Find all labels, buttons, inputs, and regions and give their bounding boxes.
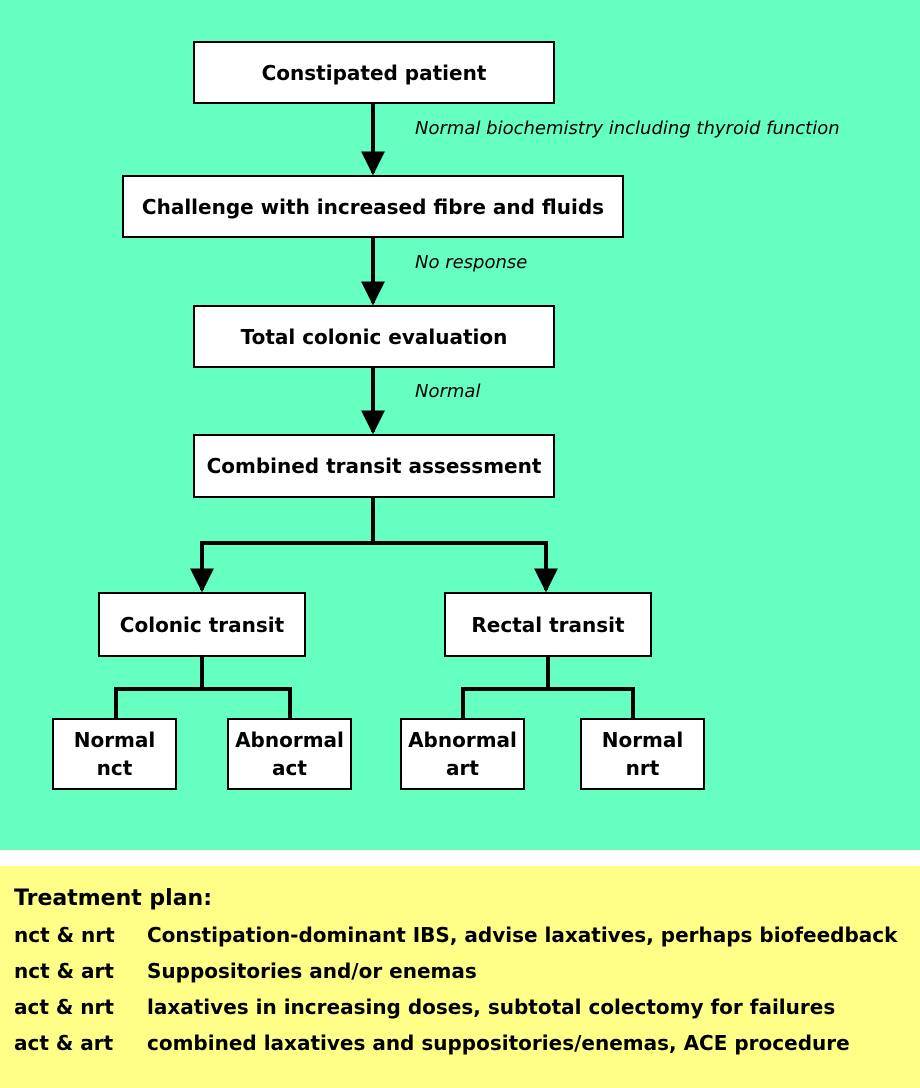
- rectal-transit-box: Rectal transit: [444, 592, 652, 657]
- treatment-text: combined laxatives and suppositories/ene…: [147, 1031, 850, 1055]
- constipated-patient-label: Constipated patient: [261, 60, 487, 85]
- colonic-transit-label: Colonic transit: [119, 612, 285, 637]
- transit-assessment-label: Combined transit assessment: [206, 454, 542, 478]
- note-no-response: No response: [415, 252, 528, 273]
- split-line-right: [373, 541, 558, 593]
- colonic-branch: [114, 657, 204, 718]
- leaf-line2: nrt: [625, 756, 660, 780]
- treatment-row: nct & nrt Constipation-dominant IBS, adv…: [14, 917, 920, 953]
- treatment-plan-panel: Treatment plan: nct & nrt Constipation-d…: [0, 866, 920, 1088]
- treatment-row: nct & art Suppositories and/or enemas: [14, 953, 920, 989]
- rectal-transit-label: Rectal transit: [471, 612, 625, 637]
- leaf-normal-nrt: Normal nrt: [580, 718, 705, 790]
- leaf-line1: Abnormal: [235, 728, 344, 752]
- treatment-text: Constipation-dominant IBS, advise laxati…: [147, 923, 898, 947]
- treatment-key: act & nrt: [14, 995, 114, 1019]
- split-line: [190, 498, 375, 593]
- challenge-box: Challenge with increased fibre and fluid…: [122, 175, 624, 238]
- colonic-transit-box: Colonic transit: [98, 592, 306, 657]
- treatment-key: nct & art: [14, 959, 114, 983]
- colonic-evaluation-box: Total colonic evaluation: [193, 305, 555, 368]
- treatment-row: act & art combined laxatives and supposi…: [14, 1025, 920, 1061]
- note-normal: Normal: [415, 381, 481, 402]
- challenge-label: Challenge with increased fibre and fluid…: [141, 194, 605, 219]
- transit-assessment-box: Combined transit assessment: [193, 434, 555, 498]
- leaf-line2: act: [272, 756, 307, 780]
- note-normal-biochemistry: Normal biochemistry including thyroid fu…: [415, 118, 840, 139]
- treatment-text: laxatives in increasing doses, subtotal …: [147, 995, 836, 1019]
- treatment-text: Suppositories and/or enemas: [147, 959, 477, 983]
- leaf-line2: nct: [96, 756, 133, 780]
- leaf-line1: Normal: [601, 728, 684, 752]
- treatment-plan-title: Treatment plan:: [14, 886, 212, 911]
- rectal-branch-right: [548, 687, 635, 718]
- leaf-line1: Normal: [73, 728, 156, 752]
- colonic-evaluation-label: Total colonic evaluation: [240, 324, 508, 349]
- leaf-line1: Abnormal: [408, 728, 517, 752]
- colonic-branch-right: [202, 687, 292, 718]
- treatment-key: act & art: [14, 1031, 114, 1055]
- constipated-patient-box: Constipated patient: [193, 41, 555, 104]
- leaf-normal-nct: Normal nct: [52, 718, 177, 790]
- leaf-line2: art: [446, 756, 479, 780]
- treatment-key: nct & nrt: [14, 923, 115, 947]
- leaf-abnormal-act: Abnormal act: [227, 718, 352, 790]
- treatment-row: act & nrt laxatives in increasing doses,…: [14, 989, 920, 1025]
- leaf-abnormal-art: Abnormal art: [400, 718, 525, 790]
- flowchart-panel: Constipated patient Normal biochemistry …: [0, 0, 920, 850]
- connector-lines: [114, 104, 635, 718]
- rectal-branch: [461, 657, 550, 718]
